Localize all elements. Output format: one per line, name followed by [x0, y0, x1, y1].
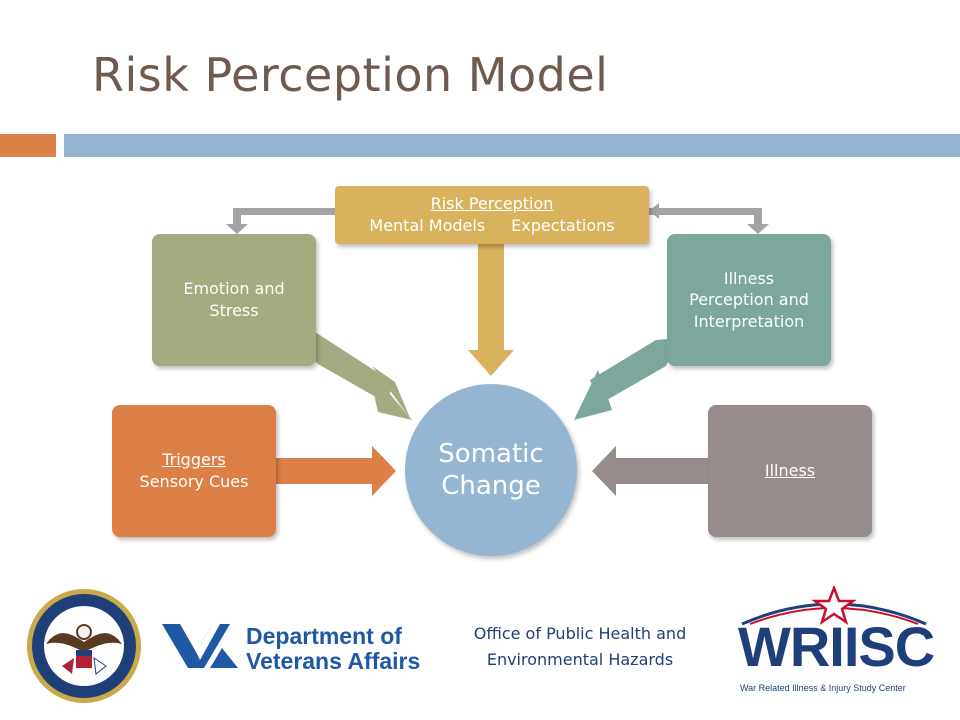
connector-arrow-right [649, 203, 769, 234]
va-line-1: Department of [246, 623, 402, 649]
triggers-title: Triggers [162, 450, 226, 470]
illness-perception-line-3: Interpretation [693, 311, 805, 331]
risk-perception-box: Risk Perception Mental Models Expectatio… [335, 186, 649, 244]
wriisc-wordmark: WRIISC [738, 615, 935, 678]
illness-label: Illness [764, 461, 816, 481]
somatic-change-line-2: Change [441, 471, 541, 501]
illness-perception-line-2: Perception and [689, 290, 809, 310]
connector-arrow-left [226, 203, 345, 234]
illness-perception-arrow [574, 338, 680, 420]
illness-arrow [592, 446, 708, 496]
triggers-arrow [276, 446, 396, 496]
title-underline-bar [64, 134, 960, 157]
wriisc-tagline: War Related Illness & Injury Study Cente… [740, 683, 906, 693]
somatic-change-node: Somatic Change [405, 384, 577, 556]
va-seal-icon [27, 589, 141, 703]
risk-perception-arrow [468, 244, 514, 376]
somatic-change-line-1: Somatic [438, 438, 544, 469]
office-line-1: Office of Public Health and [473, 624, 687, 643]
va-logo-icon [162, 624, 238, 668]
illness-box: Illness [708, 405, 872, 537]
emotion-arrow [300, 330, 412, 420]
office-name: Office of Public Health and Environmenta… [440, 621, 720, 672]
expectations-label: Expectations [511, 216, 615, 235]
office-line-2: Environmental Hazards [486, 649, 674, 669]
title-accent-bar [0, 134, 56, 157]
emotion-line-2: Stress [209, 301, 259, 320]
page-title: Risk Perception Model [92, 48, 609, 102]
emotion-line-1: Emotion and [183, 279, 285, 299]
va-line-2: Veterans Affairs [246, 647, 421, 674]
emotion-stress-box: Emotion and Stress [152, 234, 316, 366]
sensory-cues-label: Sensory Cues [139, 472, 249, 491]
wriisc-arc-star-icon [741, 586, 927, 626]
illness-perception-line-1: Illness [723, 268, 775, 288]
illness-perception-box: Illness Perception and Interpretation [667, 234, 831, 366]
mental-models-label: Mental Models [369, 216, 486, 235]
risk-perception-title: Risk Perception [430, 194, 554, 214]
triggers-box: Triggers Sensory Cues [112, 405, 276, 537]
va-department-name: Department of Veterans Affairs [246, 624, 420, 674]
